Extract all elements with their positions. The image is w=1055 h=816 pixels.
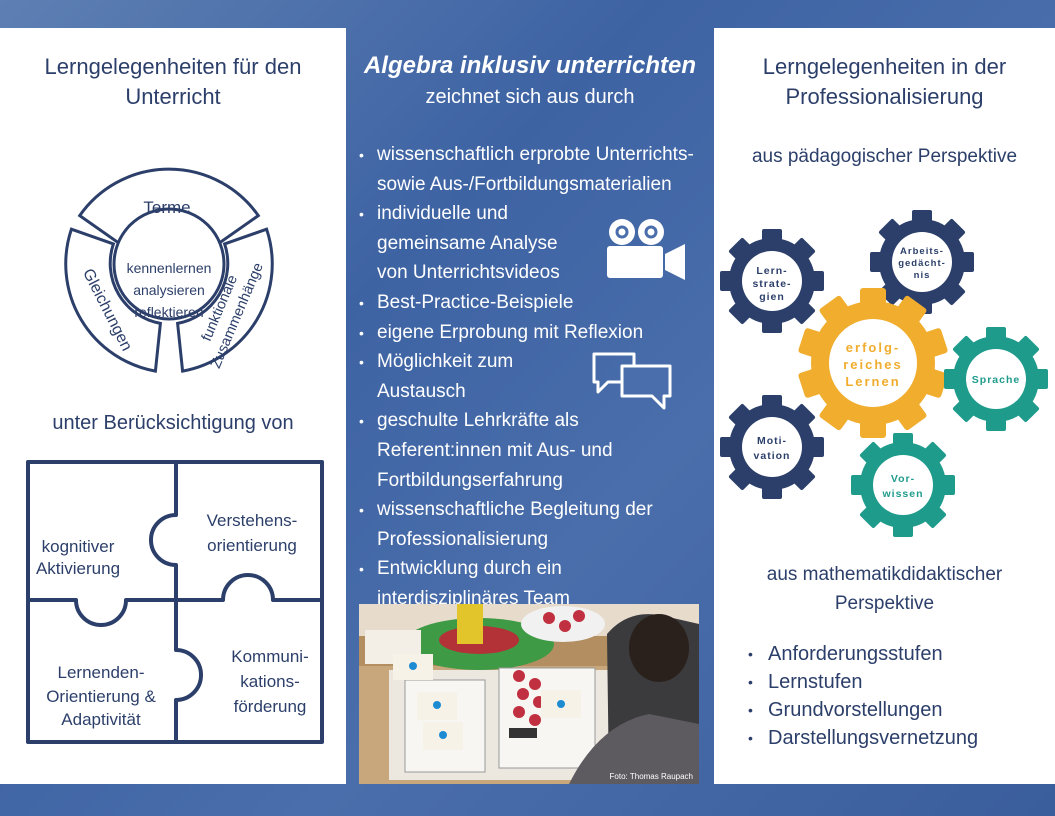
right-panel: Lerngelegenheiten in der Professionalisi… xyxy=(714,28,1055,784)
right-title: Lerngelegenheiten in der Professionalisi… xyxy=(762,54,1007,109)
puzzle-divider-horizontal-right xyxy=(176,573,322,602)
svg-text:Arbeits-: Arbeits- xyxy=(900,246,944,257)
list-item: Grundvorstellungen xyxy=(744,696,978,724)
gear-arbeitsgedaechtnis: Arbeits- gedächt- nis xyxy=(870,210,974,314)
video-camera-icon xyxy=(607,219,685,280)
cycle-label-terme: Terme xyxy=(143,198,190,217)
puzzle-divider-vertical-bottom xyxy=(174,600,203,742)
list-item: eigene Erprobung mit Reflexion xyxy=(357,318,707,348)
photo-credit: Foto: Thomas Raupach xyxy=(610,772,693,781)
list-item: Anforderungsstufen xyxy=(744,640,978,668)
svg-text:gedächt-: gedächt- xyxy=(898,258,946,269)
list-item: Darstellungsvernetzung xyxy=(744,724,978,752)
cycle-segment-right xyxy=(175,227,274,373)
gears-diagram: Lern- strate- gien Arbeits- gedächt- nis… xyxy=(720,210,1048,537)
svg-text:nis: nis xyxy=(914,270,931,281)
left-panel: Lerngelegenheiten für den Unterricht Ter… xyxy=(0,28,346,784)
list-item: wissenschaftlich erprobte Unterrichts-so… xyxy=(357,140,707,199)
svg-text:Sprache: Sprache xyxy=(972,374,1020,386)
cycle-center xyxy=(112,207,226,321)
svg-text:gien: gien xyxy=(759,291,785,303)
list-item: Entwicklung durch eininterdisziplinäres … xyxy=(357,554,707,613)
puzzle-piece-kommunikationsfoerderung: Kommuni- kations- förderung xyxy=(231,647,309,716)
svg-text:Moti-: Moti- xyxy=(757,435,787,447)
svg-text:wissen: wissen xyxy=(881,488,923,500)
svg-text:Vor-: Vor- xyxy=(891,473,915,485)
cycle-segment-left xyxy=(64,227,163,373)
gear-sprache: Sprache xyxy=(944,327,1048,431)
svg-text:Lernen: Lernen xyxy=(845,374,900,389)
puzzle-piece-verstehensorientierung: Verstehens- orientierung xyxy=(206,511,298,555)
cycle-center-analysieren: analysieren xyxy=(133,282,205,298)
gear-erfolgreiches-lernen: erfolg- reiches Lernen xyxy=(797,288,949,438)
perspective-paedagogisch: aus pädagogischer Perspektive xyxy=(751,146,1018,167)
gear-motivation: Moti- vation xyxy=(720,395,824,499)
gear-vorwissen: Vor- wissen xyxy=(851,433,955,537)
math-perspective-list: Anforderungsstufen Lernstufen Grundvorst… xyxy=(744,640,978,752)
feature-list: wissenschaftlich erprobte Unterrichts-so… xyxy=(357,140,707,614)
puzzle-divider-vertical-top xyxy=(149,462,178,600)
svg-text:erfolg-: erfolg- xyxy=(846,340,900,355)
puzzle-piece-lernendenorientierung: Lernenden- Orientierung & Adaptivität xyxy=(46,663,156,729)
svg-text:reiches: reiches xyxy=(843,357,903,372)
gear-lernstrategien: Lern- strate- gien xyxy=(720,229,824,333)
puzzle-divider-horizontal-left xyxy=(28,598,176,627)
learning-cycle-diagram: Terme Gleichungen funktionale Zusammenhä… xyxy=(64,167,274,373)
left-title: Lerngelegenheiten für den Unterricht xyxy=(44,54,302,109)
cycle-center-kennenlernen: kennenlernen xyxy=(127,260,212,276)
svg-text:vation: vation xyxy=(754,450,791,462)
cycle-center-reflektieren: reflektieren xyxy=(134,304,203,320)
middle-title: Algebra inklusiv unterrichten xyxy=(363,52,697,79)
chat-bubbles-icon xyxy=(592,352,672,410)
list-item: wissenschaftliche Begleitung derProfessi… xyxy=(357,495,707,554)
left-subtitle: unter Berücksichtigung von xyxy=(52,412,294,434)
list-item: Best-Practice-Beispiele xyxy=(357,288,707,318)
perspective-mathematikdidaktisch: aus mathematikdidaktischer Perspektive xyxy=(766,564,1003,614)
middle-panel: Algebra inklusiv unterrichten zeichnet s… xyxy=(347,28,713,784)
svg-text:strate-: strate- xyxy=(752,278,791,290)
puzzle-piece-kognitive-aktivierung: kognitiver Aktivierung xyxy=(35,537,121,578)
middle-subtitle: zeichnet sich aus durch xyxy=(425,86,635,108)
puzzle-diagram xyxy=(26,460,324,744)
classroom-photo: Foto: Thomas Raupach xyxy=(359,604,699,784)
list-item: Lernstufen xyxy=(744,668,978,696)
svg-text:Lern-: Lern- xyxy=(756,265,787,277)
